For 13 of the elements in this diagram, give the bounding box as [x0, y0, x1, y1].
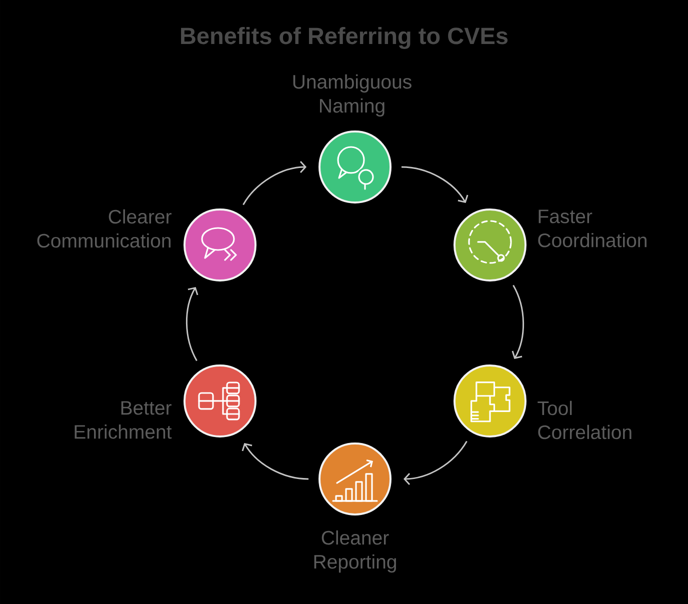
title: Benefits of Referring to CVEs — [181, 26, 508, 49]
arrow — [512, 284, 524, 359]
arrow — [186, 286, 198, 362]
arrow — [404, 440, 468, 485]
step-label: Clearer Communication — [37, 209, 172, 248]
arrow — [242, 443, 309, 480]
step-label: Unambiguous Naming — [293, 74, 412, 117]
step-label: Tool Correlation — [538, 400, 632, 440]
step-label: Cleaner Reporting — [314, 530, 396, 573]
arrow — [242, 161, 306, 206]
arrow — [401, 166, 468, 203]
step-label: Faster Coordination — [538, 210, 646, 248]
step-label: Better Enrichment — [74, 401, 172, 439]
